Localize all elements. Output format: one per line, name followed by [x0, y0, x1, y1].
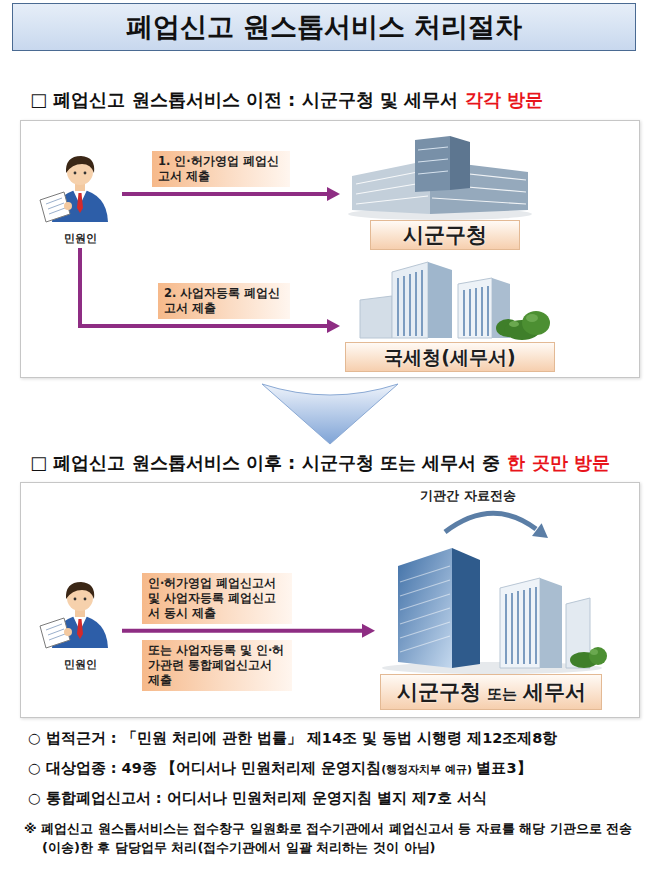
panel-frame: [20, 120, 640, 378]
arrow-label: 2. 사업자등록 폐업신고서 제출: [158, 283, 290, 319]
person-name: 민원인: [38, 657, 122, 672]
office-node: 시군구청: [340, 136, 536, 252]
arrow-label: 또는 사업자등록 및 인·허가관련 통합폐업신고서 제출: [142, 640, 292, 691]
building-plate: 시군구청또는세무서: [380, 674, 602, 710]
arrow-label: 1. 인·허가영업 폐업신고서 제출: [152, 151, 290, 187]
applicant-node: 민원인: [38, 566, 122, 674]
transfer-arc: [445, 513, 548, 538]
transition-arrow: [262, 384, 398, 444]
building-plate: 국세청(세무서): [345, 342, 555, 372]
note-text: ○ 통합폐업신고서 : 어디서나 민원처리제 운영지침 별지 제7호 서식: [28, 788, 640, 809]
combined-buildings: [382, 548, 607, 674]
flow-arrow: [80, 248, 340, 333]
section-heading: □ 폐업신고 원스톱서비스 이후 : 시군구청 또는 세무서 중 한 곳만 방문: [30, 448, 630, 478]
note-text: 【어디서나 민원처리제 운영지침: [161, 760, 381, 776]
building-plate: 시군구청: [370, 220, 520, 250]
note-row: ○ 대상업종 : 49종【어디서나 민원처리제 운영지침(행정자치부 예규) 별표…: [28, 758, 640, 778]
city-hall-building: [348, 136, 532, 220]
arrow-head: [362, 624, 375, 638]
applicant-node: 민원인: [38, 140, 122, 248]
arrow-line: [80, 248, 329, 326]
note-text: ○ 법적근거 : 「민원 처리에 관한 법률」 제14조 및 동법 시행령 제1…: [28, 728, 640, 749]
arrow-head: [327, 319, 340, 333]
office-node: 시군구청또는세무서: [375, 522, 607, 712]
arrow-line: [122, 192, 329, 196]
heading-emphasis: 한 곳만 방문: [507, 451, 610, 475]
flow-arrow: [122, 624, 375, 638]
section-panel: □ 폐업신고 원스톱서비스 이후 : 시군구청 또는 세무서 중 한 곳만 방문민…: [20, 448, 640, 718]
office-node: 국세청(세무서): [340, 260, 560, 374]
person-icon: [40, 156, 108, 222]
heading-text: □ 폐업신고 원스톱서비스 이전 : 시군구청 및 세무서: [30, 88, 458, 112]
office-name: 또는: [487, 677, 517, 711]
heading-emphasis: 각각 방문: [465, 88, 543, 112]
office-name: 시군구청: [397, 675, 481, 709]
title-text: 폐업신고 원스톱서비스 처리절차: [126, 9, 523, 45]
office-name: 세무서: [523, 675, 586, 709]
person-icon: [40, 582, 108, 648]
tax-office-building: [360, 262, 550, 340]
arrow-head: [327, 187, 340, 201]
heading-text: □ 폐업신고 원스톱서비스 이후 : 시군구청 또는 세무서 중: [30, 451, 500, 475]
section-heading: □ 폐업신고 원스톱서비스 이전 : 시군구청 및 세무서 각각 방문: [30, 84, 630, 116]
office-name: 국세청(세무서): [384, 343, 515, 371]
note-text: ○ 대상업종 : 49종: [28, 760, 157, 776]
title-box: 폐업신고 원스톱서비스 처리절차: [12, 3, 636, 51]
office-name: 시군구청: [403, 221, 487, 249]
section-panel: □ 폐업신고 원스톱서비스 이전 : 시군구청 및 세무서 각각 방문민원인 시군구…: [20, 84, 640, 378]
note-text: 별표3】: [476, 760, 531, 776]
flow-arrow: [122, 187, 340, 201]
transfer-label: 기관간 자료전송: [420, 487, 516, 506]
arrow-line: [122, 629, 364, 633]
note-small: (행정자치부 예규): [381, 763, 472, 776]
footnote-text: ※ 폐업신고 원스톱서비스는 접수창구 일원화로 접수기관에서 폐업신고서 등 …: [24, 820, 636, 858]
person-name: 민원인: [38, 231, 122, 246]
arrow-label: 인·허가영업 폐업신고서 및 사업자등록 폐업신고서 동시 제출: [142, 573, 292, 624]
